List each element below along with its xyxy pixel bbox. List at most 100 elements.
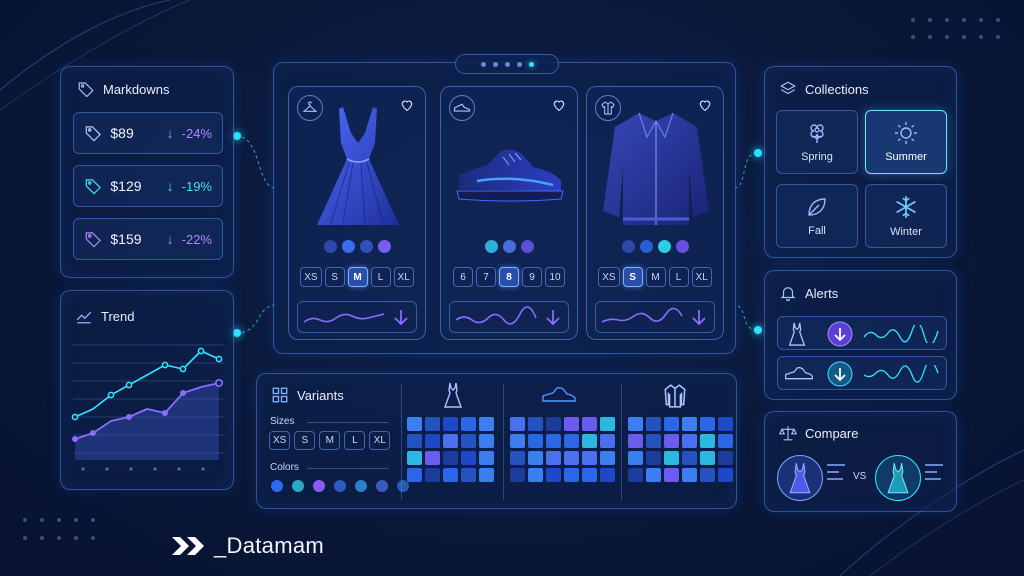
sizes-label: Sizes xyxy=(270,416,295,427)
size-option[interactable]: 10 xyxy=(545,267,565,287)
size-option[interactable]: XL xyxy=(369,431,391,450)
color-swatches xyxy=(289,240,425,253)
pager-dot[interactable] xyxy=(480,61,486,67)
size-option[interactable]: M xyxy=(319,431,341,450)
color-swatch[interactable] xyxy=(355,480,367,492)
size-option[interactable]: M xyxy=(645,267,666,287)
size-option[interactable]: L xyxy=(370,267,391,287)
alerts-panel: Alerts xyxy=(764,270,957,400)
size-option-selected[interactable]: 8 xyxy=(499,267,519,287)
carousel-pager[interactable] xyxy=(455,54,559,74)
product-card-sneaker[interactable]: 6 7 8 9 10 xyxy=(440,86,578,340)
color-swatch[interactable] xyxy=(376,480,388,492)
pager-dot[interactable] xyxy=(492,61,498,67)
heart-icon[interactable] xyxy=(697,97,713,113)
product-card-dress[interactable]: XS S M L XL xyxy=(288,86,426,340)
layers-icon xyxy=(780,81,796,95)
heatmap-cell xyxy=(582,468,597,482)
color-swatch[interactable] xyxy=(313,480,325,492)
trend-chart xyxy=(71,344,225,471)
color-swatch[interactable] xyxy=(377,240,391,253)
size-option-selected[interactable]: S xyxy=(622,267,643,287)
size-option[interactable]: S xyxy=(324,267,345,287)
heatmap-cell xyxy=(546,434,561,448)
color-swatch[interactable] xyxy=(502,240,516,253)
pager-dot-active[interactable] xyxy=(528,61,534,67)
size-option[interactable]: L xyxy=(344,431,366,450)
color-swatch[interactable] xyxy=(341,240,355,253)
heatmap-cell xyxy=(528,451,543,465)
size-option[interactable]: L xyxy=(668,267,689,287)
heart-icon[interactable] xyxy=(551,97,567,113)
size-option[interactable]: XL xyxy=(393,267,414,287)
size-selector: XS S M L XL xyxy=(295,267,419,287)
sizes-divider xyxy=(307,422,389,423)
heatmap-cell xyxy=(718,417,733,431)
alert-item[interactable] xyxy=(777,356,947,390)
size-option[interactable]: S xyxy=(294,431,316,450)
compare-item-a[interactable] xyxy=(777,455,823,501)
markdown-item[interactable]: $159 ↓ -22% xyxy=(73,218,223,260)
color-swatch[interactable] xyxy=(323,240,337,253)
heatmap-cell xyxy=(564,468,579,482)
collection-summer[interactable]: Summer xyxy=(865,110,947,174)
price-sparkline xyxy=(595,301,715,333)
size-option[interactable]: XS xyxy=(269,431,291,450)
color-swatch[interactable] xyxy=(621,240,635,253)
alert-item[interactable] xyxy=(777,316,947,350)
heatmap-cell xyxy=(479,434,494,448)
heatmap-cell xyxy=(700,451,715,465)
color-swatch[interactable] xyxy=(271,480,283,492)
size-option[interactable]: 9 xyxy=(522,267,542,287)
size-option-selected[interactable]: M xyxy=(347,267,368,287)
heatmap-cell xyxy=(479,468,494,482)
color-swatch[interactable] xyxy=(484,240,498,253)
color-swatch[interactable] xyxy=(639,240,653,253)
heatmap-cell xyxy=(718,451,733,465)
pager-dot[interactable] xyxy=(516,61,522,67)
heatmap-cell xyxy=(600,468,615,482)
color-swatch[interactable] xyxy=(334,480,346,492)
color-swatch[interactable] xyxy=(359,240,373,253)
brand-logo: _Datamam xyxy=(172,533,324,559)
markdowns-panel: Markdowns $89 ↓ -24% $129 ↓ -19% $159 ↓ … xyxy=(60,66,234,278)
color-swatch[interactable] xyxy=(292,480,304,492)
size-option[interactable]: XL xyxy=(691,267,712,287)
collection-spring[interactable]: Spring xyxy=(776,110,858,174)
markdown-item[interactable]: $89 ↓ -24% xyxy=(73,112,223,154)
compare-item-b[interactable] xyxy=(875,455,921,501)
sneaker-icon xyxy=(785,367,813,380)
collection-fall[interactable]: Fall xyxy=(776,184,858,248)
color-swatch[interactable] xyxy=(657,240,671,253)
product-card-jacket[interactable]: XS S M L XL xyxy=(586,86,724,340)
hanger-icon xyxy=(297,95,323,121)
heart-icon[interactable] xyxy=(399,97,415,113)
down-arrow-icon xyxy=(827,321,853,347)
heatmap-jacket xyxy=(628,417,733,482)
tag-icon xyxy=(85,179,101,195)
heatmap-cell xyxy=(582,451,597,465)
variant-size-selector: XS S M L XL xyxy=(269,431,391,450)
size-option[interactable]: 6 xyxy=(453,267,473,287)
dress-icon xyxy=(887,463,909,494)
connector-dot xyxy=(233,132,241,140)
color-swatch[interactable] xyxy=(397,480,409,492)
price-sparkline xyxy=(449,301,569,333)
size-option[interactable]: XS xyxy=(598,267,620,287)
pager-dot[interactable] xyxy=(504,61,510,67)
markdown-change: -22% xyxy=(181,231,212,247)
heatmap-cell xyxy=(528,417,543,431)
heatmap-cell xyxy=(510,468,525,482)
heatmap-cell xyxy=(443,434,458,448)
markdown-item[interactable]: $129 ↓ -19% xyxy=(73,165,223,207)
size-option[interactable]: XS xyxy=(300,267,322,287)
color-swatch[interactable] xyxy=(675,240,689,253)
size-option[interactable]: 7 xyxy=(476,267,496,287)
colors-divider xyxy=(307,468,389,469)
heatmap-cell xyxy=(718,468,733,482)
heatmap-cell xyxy=(510,417,525,431)
collections-title: Collections xyxy=(805,81,869,97)
collection-winter[interactable]: Winter xyxy=(865,184,947,248)
color-swatch[interactable] xyxy=(520,240,534,253)
